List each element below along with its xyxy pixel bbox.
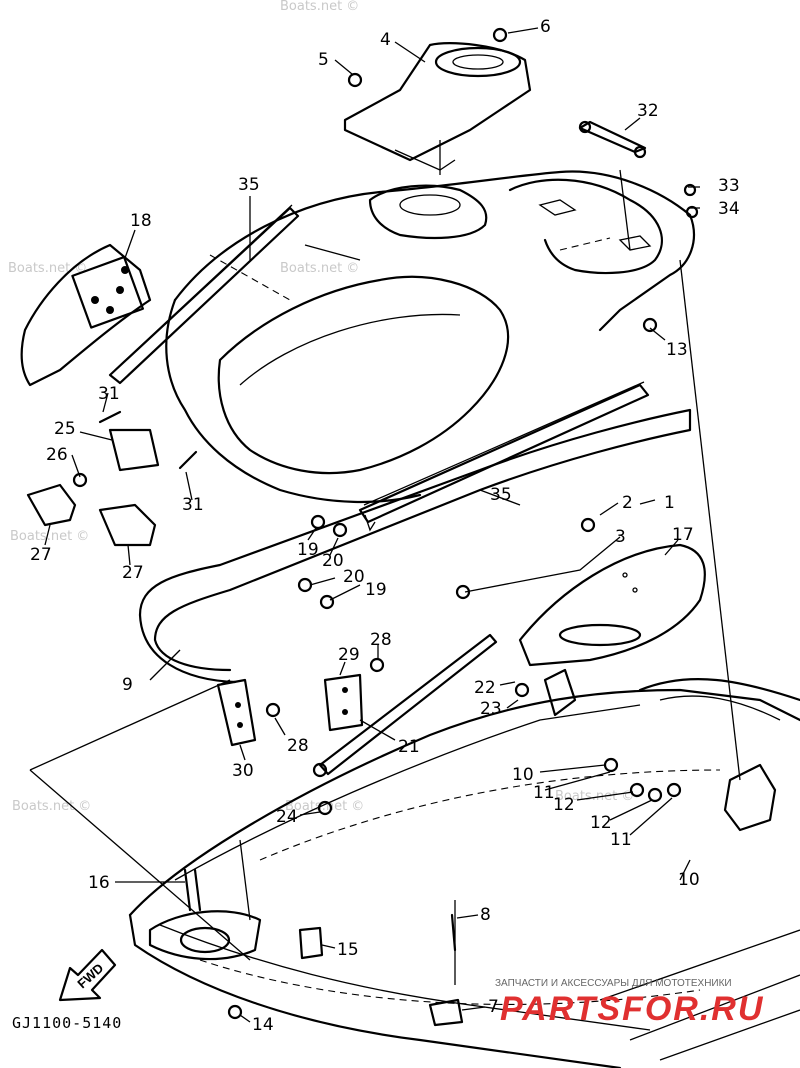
callout-10-upper: 10 xyxy=(512,765,534,785)
callout-33: 33 xyxy=(718,176,740,196)
side-strip-part-35 xyxy=(108,204,650,532)
lower-hull xyxy=(128,677,800,1068)
watermark: Boats.net © xyxy=(555,789,634,804)
callout-17: 17 xyxy=(672,525,694,545)
callout-27-left: 27 xyxy=(30,545,52,565)
callout-3: 3 xyxy=(615,527,626,547)
callout-2: 2 xyxy=(622,493,633,513)
callout-29: 29 xyxy=(338,645,360,665)
watermark: Boats.net © xyxy=(10,529,89,544)
callout-18: 18 xyxy=(130,211,152,231)
callout-21: 21 xyxy=(398,737,420,757)
leader-lines xyxy=(29,27,741,1023)
fasteners xyxy=(72,27,699,1027)
callout-20-top: 20 xyxy=(322,551,344,571)
callout-28-top: 28 xyxy=(370,630,392,650)
fwd-arrow: FWD xyxy=(58,948,117,1002)
callout-labels: 4 5 6 32 33 34 35 18 13 31 25 26 31 35 2… xyxy=(30,17,740,1035)
hood-frame-part-9 xyxy=(138,408,692,684)
hinge-plates xyxy=(216,673,364,747)
callout-11-lower: 11 xyxy=(610,830,632,850)
callout-20-bottom: 20 xyxy=(343,567,365,587)
callout-1: 1 xyxy=(664,493,675,513)
callout-32: 32 xyxy=(637,101,659,121)
callout-16: 16 xyxy=(88,873,110,893)
callout-28-bottom: 28 xyxy=(287,736,309,756)
callout-14: 14 xyxy=(252,1015,274,1035)
callout-6: 6 xyxy=(540,17,551,37)
callout-23: 22 xyxy=(474,678,496,698)
callout-19-bottom: 19 xyxy=(365,580,387,600)
callout-35-top: 35 xyxy=(238,175,260,195)
hood-stay-part-21 xyxy=(312,633,498,778)
callout-15: 15 xyxy=(337,940,359,960)
watermark: Boats.net © xyxy=(12,799,91,814)
steering-pedestal-part-4 xyxy=(343,42,532,171)
partsfor-ad: ЗАПЧАСТИ И АКСЕССУАРЫ ДЛЯ МОТОТЕХНИКИ PA… xyxy=(495,978,764,1028)
ad-brand: PARTSFOR.RU xyxy=(500,990,764,1028)
callout-7: 7 xyxy=(488,997,499,1017)
latch-part-10 xyxy=(543,668,777,832)
callout-26: 26 xyxy=(46,445,68,465)
callout-12-lower: 12 xyxy=(590,813,612,833)
callout-31-top: 31 xyxy=(98,384,120,404)
callout-30: 30 xyxy=(232,761,254,781)
callout-5: 5 xyxy=(318,50,329,70)
diagram-code: GJ1100-5140 xyxy=(12,1014,122,1032)
callout-25: 25 xyxy=(54,419,76,439)
callout-11-upper: 11 xyxy=(533,783,555,803)
bracket-part-32 xyxy=(578,120,647,159)
callout-13: 13 xyxy=(666,340,688,360)
callout-27-right: 27 xyxy=(122,563,144,583)
callout-4: 4 xyxy=(380,30,391,50)
callout-31-bottom: 31 xyxy=(182,495,204,515)
callout-9: 9 xyxy=(122,675,133,695)
callout-8: 8 xyxy=(480,905,491,925)
fwd-label: FWD xyxy=(74,960,106,991)
callout-19-top: 19 xyxy=(297,540,319,560)
callout-34: 34 xyxy=(718,199,740,219)
ad-tagline: ЗАПЧАСТИ И АКСЕССУАРЫ ДЛЯ МОТОТЕХНИКИ xyxy=(495,978,732,989)
callout-35-bottom: 35 xyxy=(490,485,512,505)
callout-10-lower: 10 xyxy=(678,870,700,890)
callout-24: 23 xyxy=(480,699,502,719)
rear-cover-part-17 xyxy=(518,543,706,667)
latches-part-27 xyxy=(26,428,160,547)
upper-deck xyxy=(165,170,695,504)
watermark: Boats.net © xyxy=(280,261,359,276)
watermark: Boats.net © xyxy=(285,799,364,814)
watermarks: Boats.net © Boats.net © Boats.net © Boat… xyxy=(8,0,634,814)
watermark: Boats.net © xyxy=(280,0,359,14)
callout-12-upper: 12 xyxy=(553,795,575,815)
callout-22: 24 xyxy=(276,807,298,827)
side-cover-part-18 xyxy=(20,243,152,387)
